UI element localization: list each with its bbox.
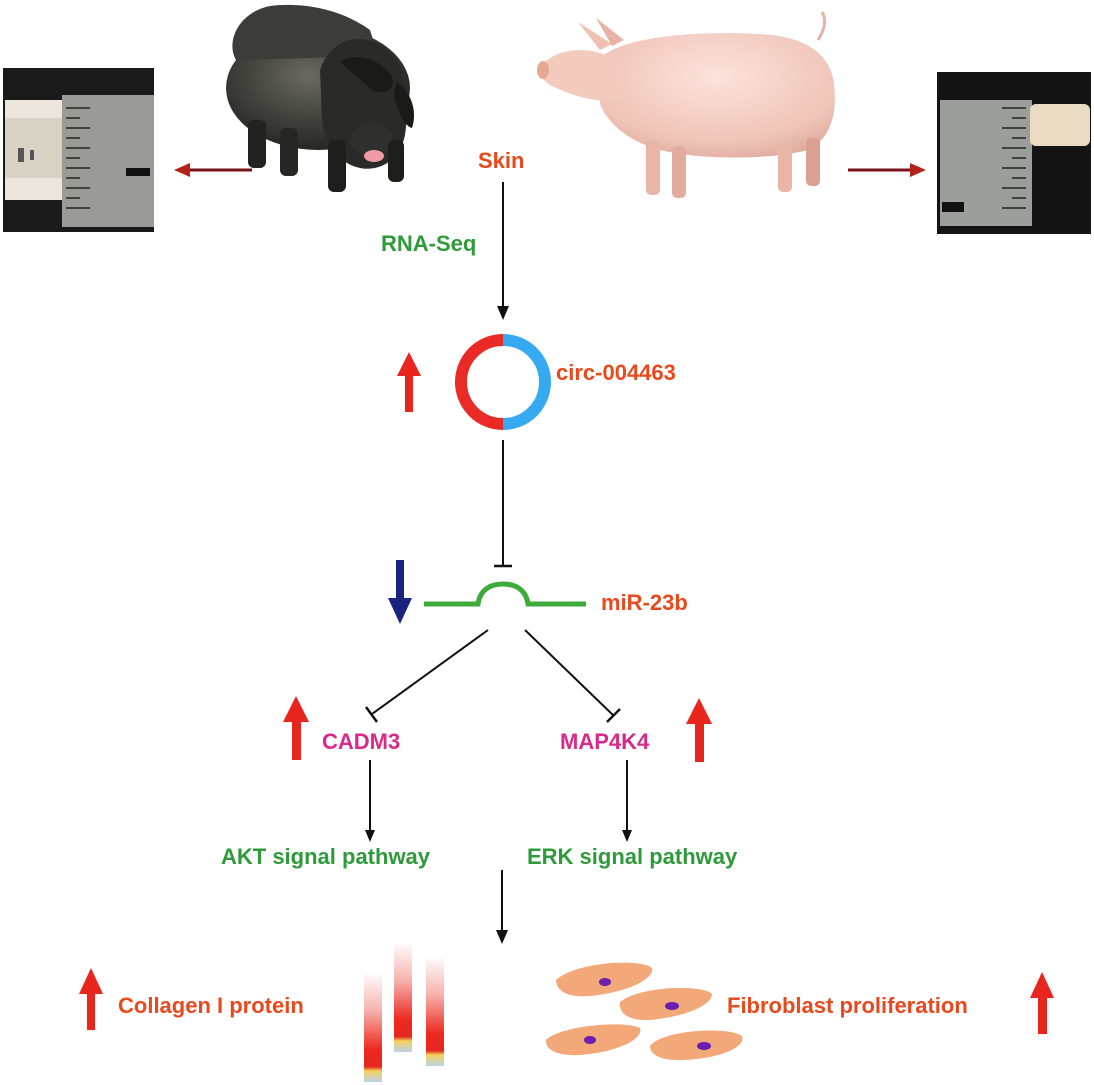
circ-up-arrow-icon: [397, 352, 421, 412]
white-pig-image: [537, 11, 835, 198]
fibroblast-up-arrow-icon: [1030, 972, 1054, 1034]
mirna-label: miR-23b: [601, 590, 688, 615]
collagen-up-arrow-icon: [79, 968, 103, 1030]
collagen-label: Collagen I protein: [118, 993, 304, 1018]
circ-label: circ-004463: [556, 360, 676, 385]
skin-ruler-photo-left: [3, 68, 154, 232]
cadm3-to-akt-arrow: [365, 760, 375, 842]
mirna-hairpin-icon: [424, 581, 586, 607]
cadm3-up-arrow-icon: [283, 696, 309, 760]
map4k4-to-erk-arrow: [622, 760, 632, 842]
skin-to-circ-arrow: [497, 182, 509, 320]
skin-label: Skin: [478, 148, 525, 173]
circular-rna-icon: [455, 334, 551, 430]
mirna-inhibits-map4k4-line: [524, 629, 621, 723]
fibroblast-label: Fibroblast proliferation: [727, 993, 968, 1018]
map4k4-label: MAP4K4: [560, 729, 650, 754]
black-pig-image: [226, 4, 415, 192]
akt-pathway-label: AKT signal pathway: [221, 844, 431, 869]
cadm3-label: CADM3: [322, 729, 401, 754]
skin-ruler-photo-right: [937, 72, 1091, 234]
pathways-to-outcome-arrow: [496, 870, 508, 944]
erk-pathway-label: ERK signal pathway: [527, 844, 738, 869]
mirna-down-arrow-icon: [388, 560, 412, 624]
mirna-inhibits-cadm3-line: [364, 629, 489, 723]
collagen-band-icon: [364, 942, 444, 1082]
circ-inhibits-mirna-line: [494, 440, 512, 568]
left-dark-red-arrow: [174, 163, 252, 177]
right-dark-red-arrow: [848, 163, 926, 177]
map4k4-up-arrow-icon: [686, 698, 712, 762]
fibroblast-cell-icon: [545, 962, 743, 1061]
rna-seq-label: RNA-Seq: [381, 231, 477, 256]
